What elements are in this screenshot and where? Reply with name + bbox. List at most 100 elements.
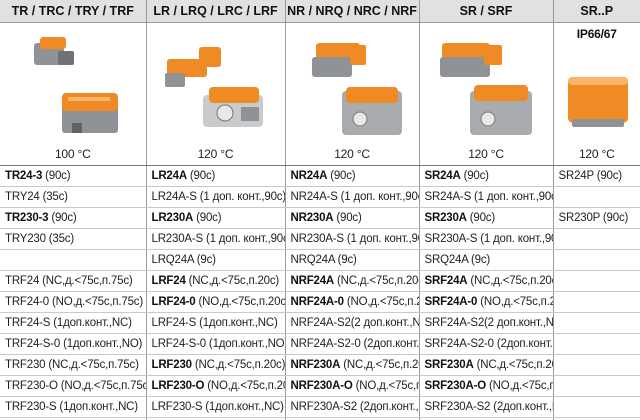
model-spec: TRF24-S (1доп.конт.,NC) xyxy=(5,317,132,329)
model-row: TR230-3 (90с)LR230A (90с)NR230A (90с)SR2… xyxy=(0,207,640,229)
model-cell: NRF230A-O (NO,д.<75с,п.20с) xyxy=(285,375,420,397)
model-spec: (NC,д.<75с,п.20с) xyxy=(476,359,552,371)
model-spec: NR230A-S (1 доп. конт.,90с) xyxy=(290,233,419,245)
model-cell: LR24A-S (1 доп. конт.,90с) xyxy=(146,186,286,208)
model-code: LRF24-0 xyxy=(151,296,196,308)
model-cell: TRF230-S-O (1доп.конт.,NO) xyxy=(0,417,147,420)
model-spec: (90с) xyxy=(466,212,495,224)
model-cell: SR230P (90с) xyxy=(553,207,640,229)
tr-actuator-images xyxy=(0,22,147,143)
model-spec: (NO,д.<75с,п.20с) xyxy=(207,380,284,392)
model-spec: (90с) xyxy=(48,212,77,224)
header-lr: LR / LRQ / LRC / LRF xyxy=(146,0,286,23)
srp-actuator-photo xyxy=(567,77,628,127)
model-spec: (NO,д.<75с,п.20с) xyxy=(488,380,552,392)
model-cell: NR230A (90с) xyxy=(285,207,420,229)
model-cell: LRF24-S (1доп.конт.,NC) xyxy=(146,312,286,334)
model-spec: NRF24A-S2(2 доп.конт.,NC) xyxy=(290,317,419,329)
model-spec: SRQ24A (9с) xyxy=(424,254,491,266)
model-spec: (NC,д.<75с,п.20с) xyxy=(191,359,285,371)
model-cell: NR24A-S (1 доп. конт.,90с) xyxy=(285,186,420,208)
model-cell: LRF24-0 (NO,д.<75с,п.20с) xyxy=(146,291,286,313)
model-cell xyxy=(553,291,640,313)
model-spec: (90с) xyxy=(186,170,216,182)
model-spec: TRF24-S-0 (1доп.конт.,NO) xyxy=(5,338,143,350)
temp-srp: 120 °C xyxy=(553,143,640,166)
model-cell: SR24A-S (1 доп. конт.,90с) xyxy=(419,186,554,208)
model-cell: SRF230A-O (NO,д.<75с,п.20с) xyxy=(419,375,554,397)
model-spec: TRF24 (NC,д.<75с,п.75с) xyxy=(5,275,133,287)
model-cell: LRF230 (NC,д.<75с,п.20с) xyxy=(146,354,286,376)
model-cell: NRF230A-S2 (2доп.конт.,NC) xyxy=(285,396,420,418)
header-nr: NR / NRQ / NRC / NRF xyxy=(285,0,420,23)
model-cell: TRF230-O (NO,д.<75с,п.75с) xyxy=(0,375,147,397)
model-spec: TRF230 (NC,д.<75с,п.75с) xyxy=(5,359,139,371)
model-code: NRF24A-0 xyxy=(290,296,345,308)
model-spec: TRF230-O (NO,д.<75с,п.75с) xyxy=(5,380,146,392)
model-cell: NRF24A-S2(2 доп.конт.,NC) xyxy=(285,312,420,334)
model-cell: LRF24-S-0 (1доп.конт.,NO) xyxy=(146,333,286,355)
model-cell xyxy=(553,186,640,208)
model-spec: (90с) xyxy=(327,170,356,182)
model-spec: NR24A-S (1 доп. конт.,90с) xyxy=(290,191,419,203)
model-spec: LRQ24A (9с) xyxy=(151,254,216,266)
model-spec: (90с) xyxy=(42,170,71,182)
model-cell xyxy=(553,417,640,420)
model-code: SRF24A-0 xyxy=(424,296,478,308)
model-spec: TRY230 (35с) xyxy=(5,233,74,245)
model-code: NR230A xyxy=(290,212,334,224)
model-cell: SRF24A-S2(2 доп.конт.,NC) xyxy=(419,312,554,334)
model-spec: (NC,д.<75с,п.20с) xyxy=(343,359,419,371)
model-cell: TRF24-S (1доп.конт.,NC) xyxy=(0,312,147,334)
model-row: TRY24 (35с)LR24A-S (1 доп. конт.,90с)NR2… xyxy=(0,186,640,208)
model-cell xyxy=(553,375,640,397)
srp-actuator-images: IP66/67 xyxy=(553,23,640,144)
image-row: IP66/67 xyxy=(0,22,640,144)
model-cell: NR230A-S (1 доп. конт.,90с) xyxy=(285,228,420,250)
model-row: TRF230-S (1доп.конт.,NC)LRF230-S (1доп.к… xyxy=(0,396,640,418)
model-cell xyxy=(553,333,640,355)
model-cell: NRQ24A (9с) xyxy=(285,249,420,271)
model-cell: NRF230A-S2-O (2доп.конт.,NO) xyxy=(285,417,420,420)
model-cell: LRF24 (NC,д.<75с,п.20с) xyxy=(146,270,286,292)
model-cell: LRQ24A (9с) xyxy=(146,249,286,271)
model-code: LR230A xyxy=(151,212,194,224)
model-cell: TRY230 (35с) xyxy=(0,228,147,250)
model-spec: TRF24-0 (NO,д.<75с,п.75с) xyxy=(5,296,143,308)
model-spec: (90с) xyxy=(460,170,489,182)
model-cell: LR24A (90с) xyxy=(146,165,286,187)
model-cell xyxy=(553,312,640,334)
model-spec: (90с) xyxy=(193,212,222,224)
model-spec: SR24A-S (1 доп. конт.,90с) xyxy=(424,191,553,203)
model-cell: LR230A-S (1 доп. конт.,90с) xyxy=(146,228,286,250)
model-cell: SRF230A-S2 (2доп.конт.,NC) xyxy=(419,396,554,418)
model-cell: TR230-3 (90с) xyxy=(0,207,147,229)
model-cell: SRF24A (NC,д.<75с,п.20с) xyxy=(419,270,554,292)
temperature-row: 100 °C 120 °C 120 °C 120 °C 120 °C xyxy=(0,143,640,166)
model-code: TR230-3 xyxy=(5,212,49,224)
model-cell: LR230A (90с) xyxy=(146,207,286,229)
temp-nr: 120 °C xyxy=(285,143,420,166)
model-code: SR24A xyxy=(424,170,461,182)
sr-actuator-images xyxy=(419,22,554,143)
model-row: TRY230 (35с) LR230A-S (1 доп. конт.,90с) N… xyxy=(0,228,640,250)
model-spec: (NO,д.<75с,п.20с) xyxy=(355,380,418,392)
model-code: NRF24A xyxy=(290,275,335,287)
model-cell: NR24A (90с) xyxy=(285,165,420,187)
lr-actuator-images xyxy=(146,22,286,143)
model-cell xyxy=(553,396,640,418)
model-cell: NRF230A (NC,д.<75с,п.20с) xyxy=(285,354,420,376)
model-cell: TR24-3 (90с) xyxy=(0,165,147,187)
model-cell: LRF230-O (NO,д.<75с,п.20с) xyxy=(146,375,286,397)
temp-tr: 100 °C xyxy=(0,143,147,166)
model-spec: SR24P (90с) xyxy=(558,170,623,182)
nr-actuator-photo xyxy=(311,43,402,135)
model-spec: LR24A-S (1 доп. конт.,90с) xyxy=(151,191,285,203)
model-cell xyxy=(553,228,640,250)
model-code: NR24A xyxy=(290,170,328,182)
model-spec: NRQ24A (9с) xyxy=(290,254,357,266)
model-spec: (NC,д.<75с,п.20с) xyxy=(185,275,280,287)
model-cell: TRF24 (NC,д.<75с,п.75с) xyxy=(0,270,147,292)
